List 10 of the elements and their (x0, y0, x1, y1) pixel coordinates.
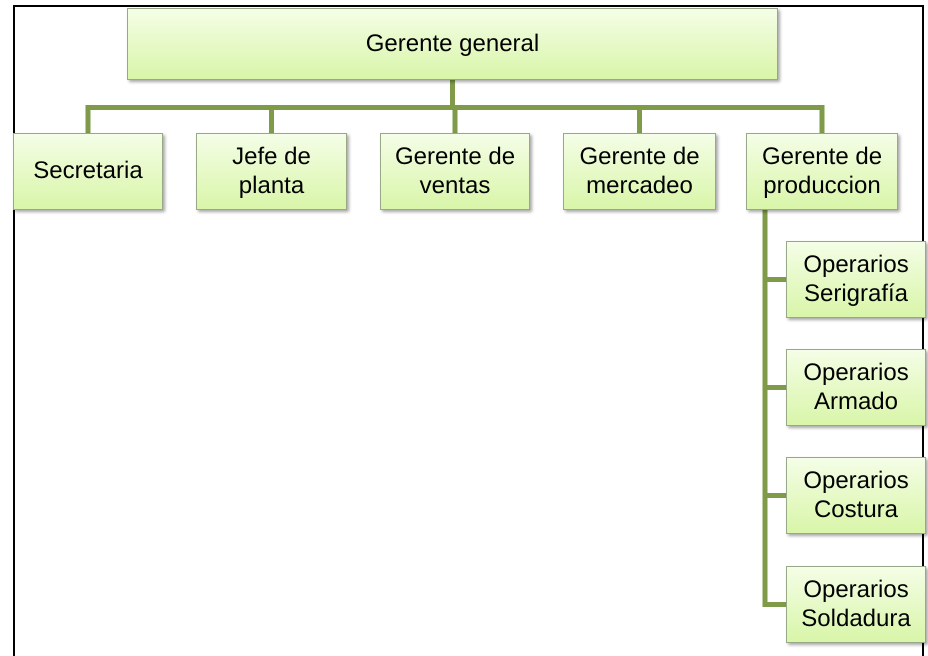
position-box: Operarios Serigrafía (786, 241, 926, 318)
position-box: Secretaria (13, 133, 163, 210)
position-box: Jefe de planta (196, 133, 347, 210)
position-box: Operarios Soldadura (786, 566, 926, 643)
position-box: Operarios Costura (786, 457, 926, 534)
position-box: Gerente de produccion (746, 133, 898, 210)
position-box: Gerente general (127, 8, 778, 80)
position-box: Gerente de mercadeo (563, 133, 716, 210)
position-box: Operarios Armado (786, 349, 926, 426)
position-box: Gerente de ventas (380, 133, 530, 210)
